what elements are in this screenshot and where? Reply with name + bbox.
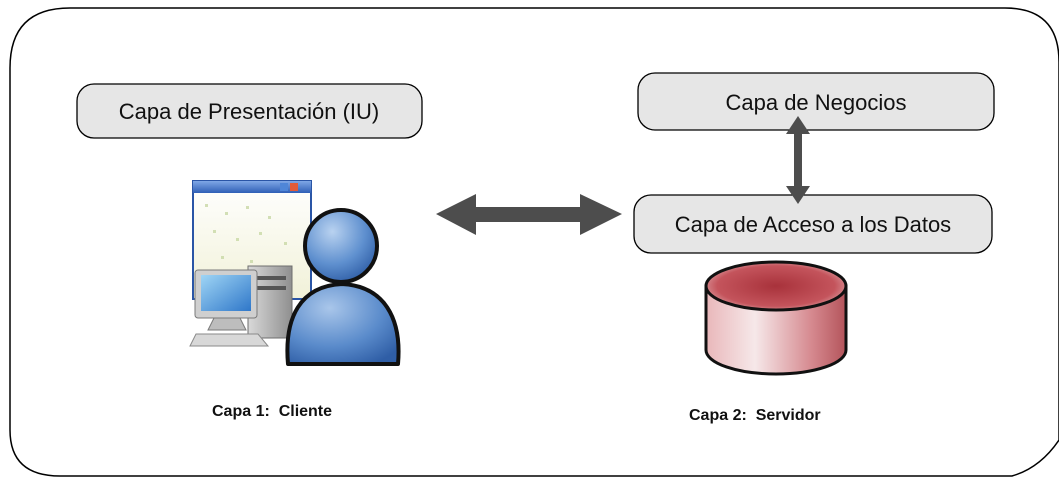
computer-icon bbox=[189, 180, 312, 347]
data-access-layer-node: Capa de Acceso a los Datos bbox=[633, 194, 993, 254]
business-data-arrow bbox=[786, 116, 810, 204]
user-icon bbox=[285, 208, 401, 366]
client-server-arrow bbox=[436, 194, 622, 235]
presentation-layer-node: Capa de Presentación (IU) bbox=[76, 83, 423, 139]
client-tier-label: Capa 1: Cliente bbox=[212, 403, 332, 420]
business-layer-node: Capa de Negocios bbox=[637, 72, 995, 131]
business-layer-label: Capa de Negocios bbox=[725, 90, 906, 115]
server-tier-label: Capa 2: Servidor bbox=[689, 407, 821, 424]
presentation-layer-label: Capa de Presentación (IU) bbox=[119, 99, 379, 124]
database-icon bbox=[704, 260, 848, 376]
data-access-layer-label: Capa de Acceso a los Datos bbox=[675, 212, 951, 237]
